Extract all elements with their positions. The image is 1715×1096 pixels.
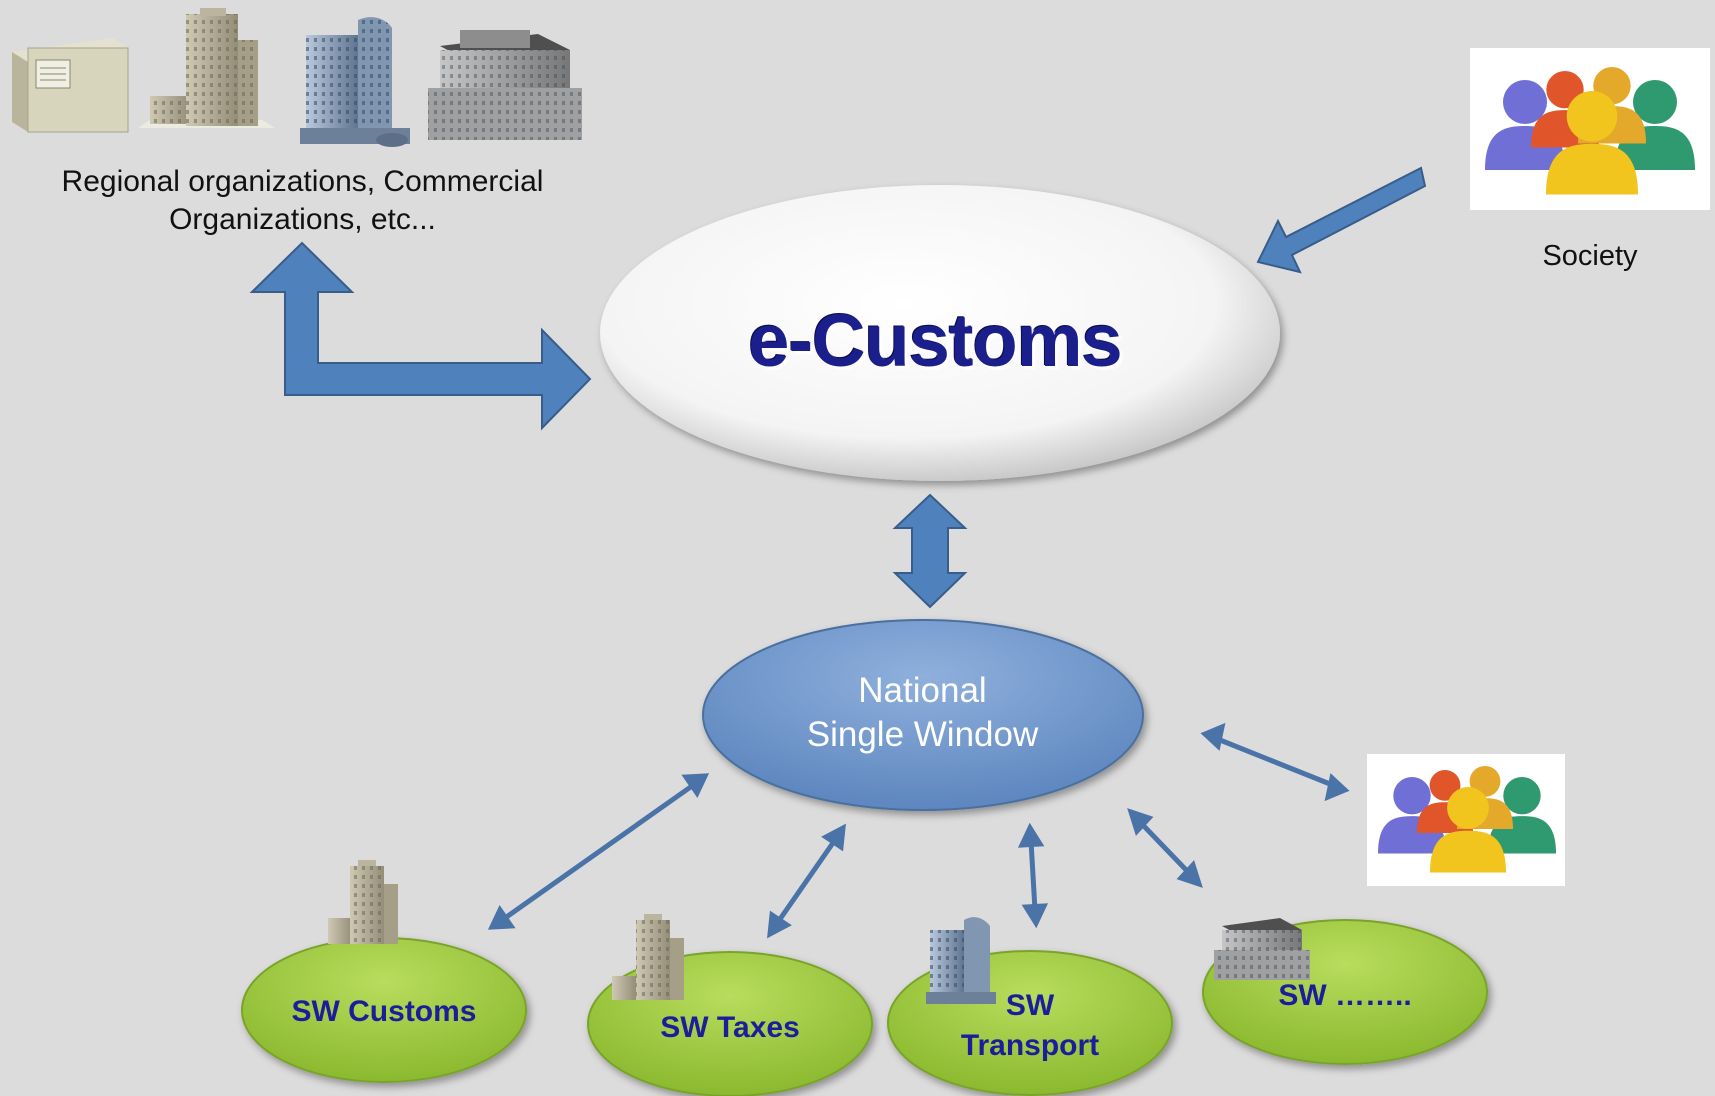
sw-customs-label-line1: SW Customs [291, 995, 477, 1028]
sw-customs-label: SW Customs [264, 992, 504, 1032]
tall-building-icon [138, 8, 275, 128]
office-block-icon [428, 30, 582, 140]
ecustoms-nsw-arrow [892, 493, 968, 609]
ecustoms-title: e-Customs [748, 299, 1122, 382]
sw-taxes-label: SW Taxes [610, 1008, 850, 1048]
sw-transport-label: SW Transport [910, 986, 1150, 1066]
sw-other-label: SW …….. [1225, 976, 1465, 1016]
sw-taxes-label-line1: SW Taxes [660, 1011, 800, 1044]
connector-arrows [487, 722, 1350, 939]
ecustoms-ellipse [600, 185, 1280, 481]
sw-transport-label-line2: Transport [960, 1029, 1100, 1062]
nsw-ellipse [702, 619, 1144, 811]
people-group-small-icon [1367, 754, 1565, 886]
regional-organizations-label: Regional organizations, Commercial Organ… [61, 165, 544, 236]
server-icon [12, 38, 129, 133]
society-arrow [1256, 166, 1427, 274]
sw-taxes-building-icon [612, 914, 684, 1000]
regional-link-arrow [249, 241, 592, 431]
people-group-icon [1470, 48, 1710, 210]
sw-other-building-icon [1214, 918, 1310, 980]
society-label: Society [1542, 240, 1638, 272]
nsw-label-line1: National [858, 671, 987, 710]
nsw-label-line2: Single Window [806, 715, 1039, 754]
sw-other-label-line1: SW …….. [1278, 979, 1412, 1012]
glass-tower-icon [300, 17, 410, 147]
nsw-label: National Single Window [700, 669, 1145, 757]
sw-customs-building-icon [328, 860, 398, 944]
sw-transport-label-line1: SW [1005, 989, 1055, 1022]
sw-transport-building-icon [926, 917, 996, 1004]
